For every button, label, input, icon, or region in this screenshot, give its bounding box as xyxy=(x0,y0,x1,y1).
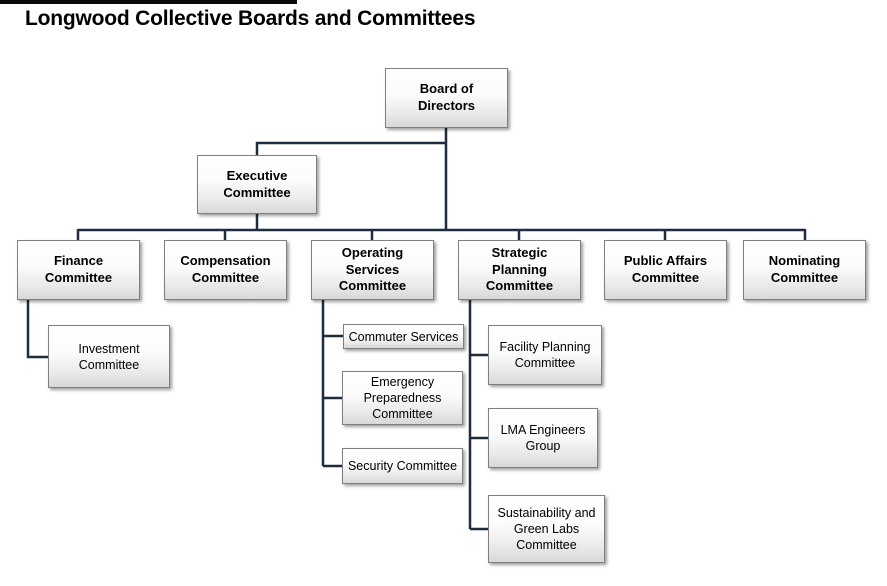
node-board-of-directors: Board of Directors xyxy=(385,68,508,128)
node-security-committee: Security Committee xyxy=(342,448,463,484)
node-label: Executive Committee xyxy=(223,167,291,200)
node-label: Emergency Preparedness Committee xyxy=(363,375,442,421)
node-label: Nominating Committee xyxy=(768,253,841,285)
node-label: Commuter Services xyxy=(348,329,459,344)
top-edge-bar xyxy=(0,0,297,4)
node-commuter-services: Commuter Services xyxy=(343,324,464,349)
connector-finance-children xyxy=(26,300,48,359)
node-label: Strategic Planning Committee xyxy=(485,245,554,294)
node-label: Finance Committee xyxy=(44,253,113,285)
node-compensation-committee: Compensation Committee xyxy=(164,240,287,300)
node-label: Public Affairs Committee xyxy=(623,253,708,285)
node-label: Compensation Committee xyxy=(180,253,271,285)
node-public-affairs-committee: Public Affairs Committee xyxy=(604,240,727,300)
node-label: Facility Planning Committee xyxy=(499,340,591,370)
node-sustainability-green-labs-committee: Sustainability and Green Labs Committee xyxy=(488,495,605,563)
connector-executive-branch xyxy=(255,141,446,155)
node-lma-engineers-group: LMA Engineers Group xyxy=(488,408,598,468)
node-label: Board of Directors xyxy=(417,81,476,113)
node-operating-services-committee: Operating Services Committee xyxy=(311,240,434,300)
node-label: Investment Committee xyxy=(78,341,140,372)
node-emergency-preparedness-committee: Emergency Preparedness Committee xyxy=(342,371,463,425)
node-finance-committee: Finance Committee xyxy=(17,240,140,300)
node-nominating-committee: Nominating Committee xyxy=(743,240,866,300)
node-investment-committee: Investment Committee xyxy=(48,325,170,388)
node-facility-planning-committee: Facility Planning Committee xyxy=(488,325,602,385)
node-executive-committee: Executive Committee xyxy=(197,155,317,214)
node-strategic-planning-committee: Strategic Planning Committee xyxy=(458,240,581,300)
page-title: Longwood Collective Boards and Committee… xyxy=(25,7,476,30)
node-label: LMA Engineers Group xyxy=(500,423,586,453)
node-label: Security Committee xyxy=(347,459,458,473)
node-label: Operating Services Committee xyxy=(338,245,407,294)
node-label: Sustainability and Green Labs Committee xyxy=(497,506,596,552)
